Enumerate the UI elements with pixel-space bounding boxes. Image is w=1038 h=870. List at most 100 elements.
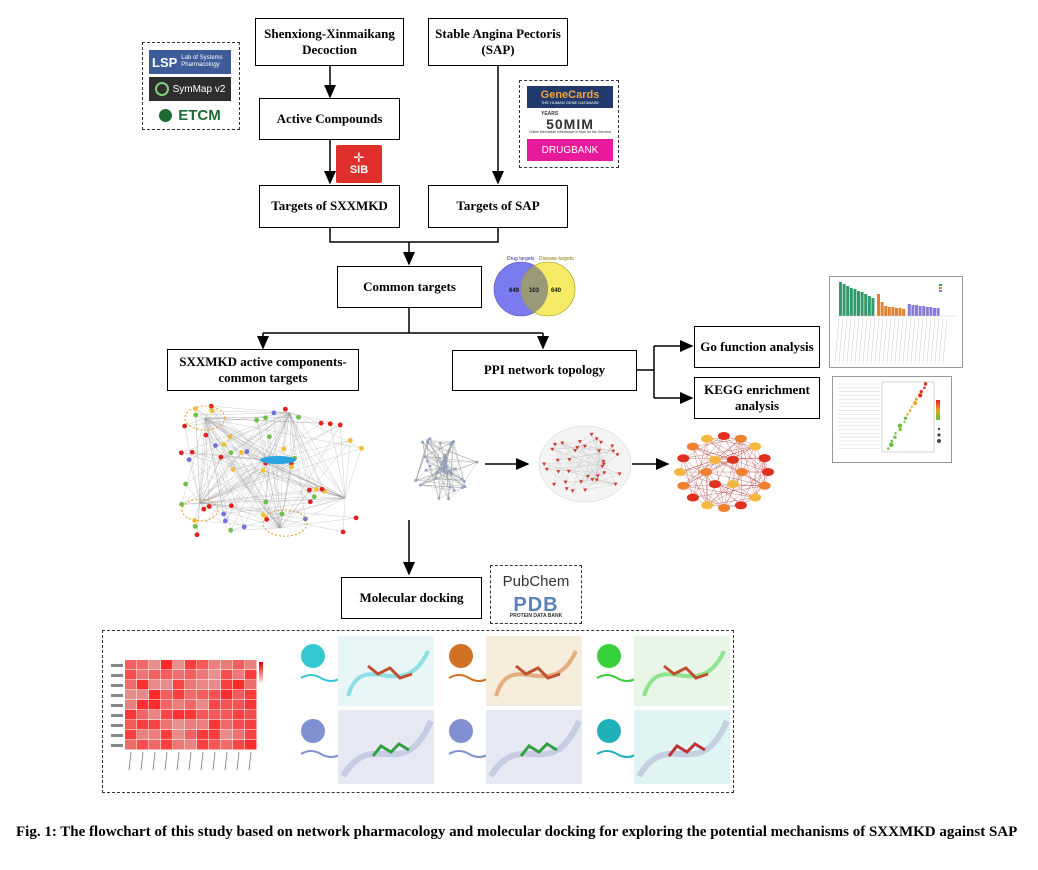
hub-edge: [679, 459, 716, 473]
ligand: [367, 664, 413, 680]
ppi-node: [438, 441, 442, 445]
heatmap-cell: [245, 730, 257, 740]
heatmap-cell: [125, 730, 137, 740]
filtered-edge: [565, 482, 616, 485]
hub-node: [758, 454, 771, 463]
binding-ribbon: [494, 650, 578, 697]
network-cluster: [262, 509, 308, 537]
kegg-dot: [910, 405, 913, 408]
go-tick-label: [882, 317, 888, 363]
heatmap-cell: [233, 730, 245, 740]
filtered-edge: [562, 442, 604, 462]
network-edge: [263, 470, 281, 529]
heatmap-cell: [137, 740, 149, 750]
heatmap-cell: [197, 700, 209, 710]
network-edge: [265, 497, 346, 503]
binding-site-closeup: [338, 710, 434, 784]
heatmap-cell: [245, 670, 257, 680]
go-tick-label: [926, 317, 932, 363]
filtered-node: [542, 462, 547, 467]
filtered-node: [589, 432, 594, 437]
filtered-node: [585, 475, 590, 479]
filtered-edge: [577, 447, 604, 465]
ppi-edge: [420, 461, 478, 486]
heatmap-cell: [245, 740, 257, 750]
filtered-edge: [557, 434, 592, 461]
kegg-dot: [919, 389, 923, 394]
go-tick-label: [910, 317, 916, 363]
binding-ribbon: [636, 719, 730, 778]
network-node: [347, 437, 353, 443]
network-edge: [194, 459, 271, 521]
filtered-node: [544, 467, 549, 472]
network-edge: [282, 497, 346, 515]
hub-edge: [707, 471, 769, 506]
network-edge: [194, 502, 201, 521]
go-tick-label: [854, 317, 860, 363]
ppi-node: [414, 479, 418, 482]
ppi-edge: [445, 457, 449, 499]
ppi-edge: [424, 456, 447, 458]
heatmap-cell: [173, 740, 185, 750]
binding-site-closeup: [486, 710, 582, 784]
network-node: [227, 434, 233, 440]
network-edge: [205, 435, 281, 529]
ppi-node: [442, 467, 446, 471]
network-node: [254, 417, 260, 423]
go-bar: [922, 306, 926, 316]
ppi-node: [443, 463, 447, 467]
ppi-node: [463, 485, 467, 488]
filtered-node: [615, 453, 620, 457]
hub-node: [734, 501, 747, 510]
filtered-edge: [572, 445, 613, 491]
network-node: [340, 529, 346, 535]
ppi-edge: [420, 484, 455, 491]
decoction-label: Shenxiong-Xinmaikang Decoction: [264, 25, 395, 57]
ppi-node: [445, 471, 449, 474]
ppi-node: [452, 489, 456, 492]
filtered-edge: [591, 434, 614, 452]
filtered-edge: [587, 445, 613, 477]
heatmap-cell: [233, 680, 245, 690]
filtered-edge: [562, 442, 588, 477]
heatmap-cell: [185, 670, 197, 680]
network-edge: [181, 412, 291, 505]
heatmap-cell: [137, 700, 149, 710]
ppi-edge: [436, 472, 452, 475]
pdb-logo: PDB PROTEIN DATA BANK: [495, 594, 577, 620]
heatmap-col-label: [212, 751, 216, 771]
ppi-node: [450, 472, 454, 476]
protein-surface: [597, 644, 621, 668]
network-edge: [269, 424, 341, 461]
ppi-node: [428, 437, 432, 441]
ligand: [515, 664, 561, 680]
heatmap-cell: [149, 680, 161, 690]
etcm-text: ETCM: [178, 106, 221, 124]
heatmap-cell: [245, 690, 257, 700]
hub-edge: [705, 471, 741, 506]
ppi-edge: [429, 438, 445, 468]
venn-left-value: 649: [509, 288, 520, 294]
network-edge: [215, 412, 291, 446]
heatmap-cell: [125, 670, 137, 680]
ppi-edge: [422, 442, 428, 462]
filtered-node: [602, 471, 607, 475]
ppi-node: [441, 462, 444, 466]
heatmap-cell: [185, 720, 197, 730]
network-edge: [181, 417, 206, 505]
hub-edge: [754, 458, 765, 498]
go-tick-label: [906, 317, 912, 363]
network-edge: [344, 440, 351, 499]
ppi-hub-network: [674, 432, 774, 512]
ppi-node: [449, 443, 453, 446]
go-tick-label: [922, 317, 928, 363]
ppi-edge: [438, 471, 449, 499]
hub-node: [758, 481, 771, 490]
network-edge: [211, 406, 271, 461]
network-edge: [289, 412, 362, 449]
network-node: [260, 512, 266, 518]
heatmap-cell: [161, 660, 173, 670]
network-node: [318, 420, 324, 426]
filtered-node: [570, 489, 575, 493]
hub-edge: [692, 459, 716, 498]
